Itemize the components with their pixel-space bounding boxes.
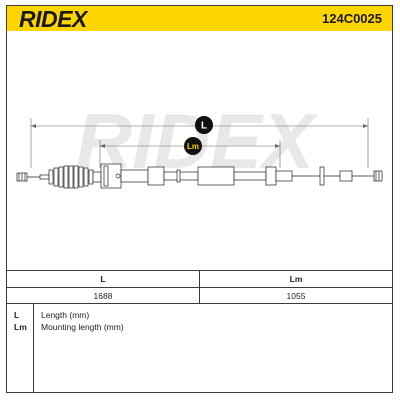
right-ferrule xyxy=(339,170,353,182)
cable-drawing: RIDEX L Lm xyxy=(16,97,383,189)
lm-badge: Lm xyxy=(184,137,202,155)
legend-desc-lm: Mounting length (mm) xyxy=(41,322,124,332)
lm-badge-label: Lm xyxy=(187,142,199,151)
brake-cable xyxy=(16,163,383,189)
legend-key-lm: Lm xyxy=(14,322,27,332)
part-number: 124C0025 xyxy=(322,11,382,26)
right-end-fitting xyxy=(373,170,383,182)
l-badge: L xyxy=(195,116,213,134)
brand-logo: RIDEX xyxy=(19,6,87,32)
l-badge-label: L xyxy=(201,121,207,132)
table-header-lm: Lm xyxy=(289,274,303,284)
sleeve-screw xyxy=(115,173,121,179)
outer-conduit xyxy=(163,171,199,181)
left-ferrule xyxy=(39,174,50,180)
legend-desc-l: Length (mm) xyxy=(41,310,90,320)
table-value-lm: 1055 xyxy=(286,291,306,301)
table-header-l: L xyxy=(100,274,106,284)
outer-frame xyxy=(6,5,393,393)
table-value-l: 1688 xyxy=(93,291,113,301)
legend-key-l: L xyxy=(14,310,20,320)
table-column-divider xyxy=(199,270,200,304)
middle-grommet xyxy=(197,166,235,186)
legend-column-divider xyxy=(33,303,34,393)
bellows xyxy=(48,165,94,189)
brand-header: RIDEX 124C0025 xyxy=(7,6,392,32)
right-stop xyxy=(319,166,325,186)
